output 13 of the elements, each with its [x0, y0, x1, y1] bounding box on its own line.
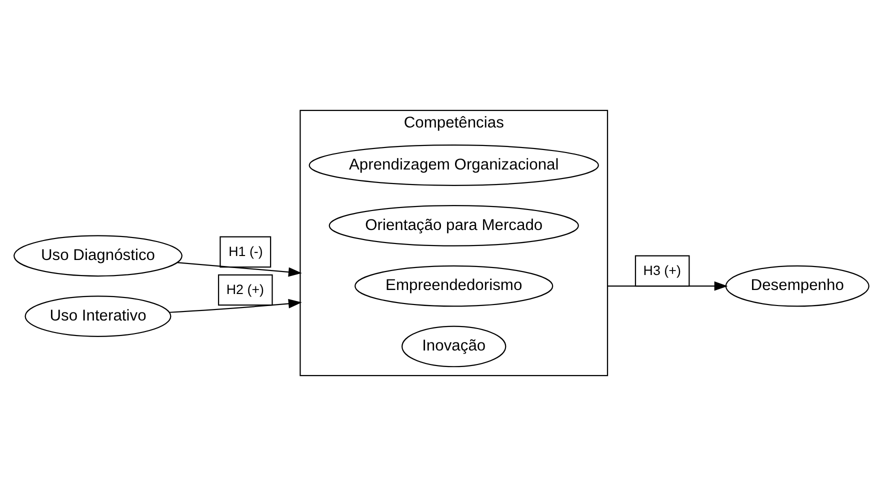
edge-label: H3 (+): [642, 262, 680, 278]
edge-label: H2 (+): [226, 282, 264, 297]
arrow: [176, 261, 302, 276]
arrow: [607, 280, 728, 290]
node-ellipse: Desempenho: [724, 264, 869, 306]
node-ellipse: Empreendedorismo: [354, 264, 553, 306]
node-ellipse: Uso Interativo: [24, 295, 171, 336]
edge-label: H1 (-): [228, 243, 262, 258]
node-ellipse: Uso Diagnóstico: [13, 234, 182, 276]
node-ellipse: Aprendizagem Organizacional: [308, 144, 598, 186]
arrow: [168, 298, 302, 312]
node-ellipse: Inovação: [401, 325, 506, 367]
node-ellipse: Orientação para Mercado: [328, 204, 578, 246]
